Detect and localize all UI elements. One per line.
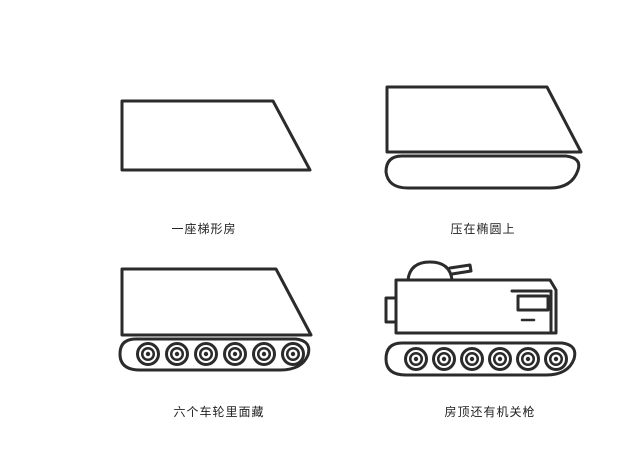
step-2-drawing <box>384 85 583 190</box>
wheel <box>460 347 484 371</box>
step-4-drawing <box>384 260 577 377</box>
turret-dome <box>406 260 454 282</box>
trapezoid-body <box>385 85 583 154</box>
cab-window <box>516 294 550 312</box>
step-3-caption: 六个车轮里面藏 <box>173 405 265 419</box>
oval-track <box>118 337 311 372</box>
wheel <box>252 342 276 366</box>
wheel <box>136 342 160 366</box>
step-1-drawing <box>120 99 312 172</box>
wheel-row <box>404 347 568 371</box>
wheel <box>165 342 189 366</box>
oval-track <box>384 154 581 190</box>
wheel <box>488 347 512 371</box>
step-3-drawing <box>118 267 313 372</box>
tank-body <box>394 278 558 335</box>
step-1-caption: 一座梯形房 <box>171 222 237 236</box>
wheel <box>223 342 247 366</box>
cab-outline <box>510 289 553 335</box>
wheel <box>516 347 540 371</box>
wheel <box>544 347 568 371</box>
gun-barrel <box>448 263 473 276</box>
wheel <box>404 347 428 371</box>
oval-track <box>384 341 577 377</box>
wheel <box>432 347 456 371</box>
trapezoid-body <box>120 267 313 337</box>
step-2-caption: 压在椭圆上 <box>450 222 516 236</box>
step-4-caption: 房顶还有机关枪 <box>444 405 536 419</box>
wheel <box>281 342 305 366</box>
wheel-row <box>136 342 305 366</box>
front-bumper <box>384 296 398 324</box>
trapezoid-body <box>120 99 312 172</box>
wheel <box>194 342 218 366</box>
